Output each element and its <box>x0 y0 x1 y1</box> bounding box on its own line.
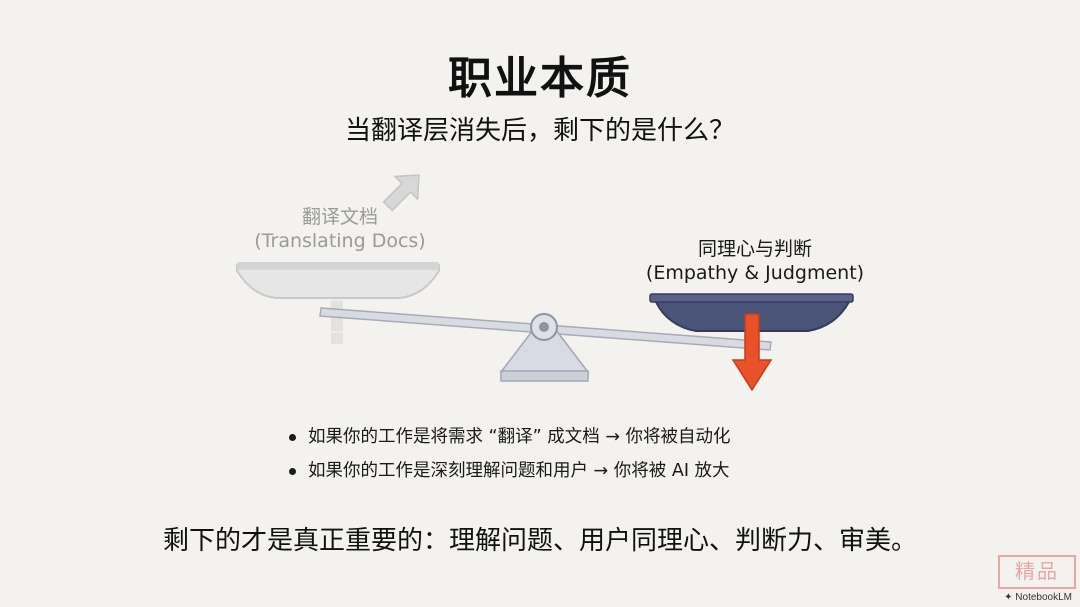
bullet-item-amplified: 如果你的工作是深刻理解问题和用户 → 你将被 AI 放大 <box>288 458 731 492</box>
left-pan-label: 翻译文档 (Translating Docs) <box>235 206 445 254</box>
left-pan <box>236 262 440 299</box>
corner-stamp: 精品 <box>998 555 1076 589</box>
up-arrow-icon <box>382 174 420 212</box>
scale-fulcrum <box>499 313 590 382</box>
right-pan-label: 同理心与判断 (Empathy & Judgment) <box>630 238 880 286</box>
slide-subtitle: 当翻译层消失后，剩下的是什么？ <box>344 116 735 146</box>
brand-watermark: ✦ NotebookLM <box>1004 592 1072 603</box>
right-pan-label-en: (Empathy & Judgment) <box>645 261 865 284</box>
brand-logo-icon: ✦ <box>1004 592 1013 603</box>
left-pan-label-en: (Translating Docs) <box>254 229 426 252</box>
left-pan-label-cn: 翻译文档 <box>301 206 378 228</box>
bullet-item-automated: 如果你的工作是将需求 “翻译” 成文档 → 你将被自动化 <box>288 424 731 458</box>
slide-title: 职业本质 <box>448 53 632 104</box>
brand-name: NotebookLM <box>1015 592 1072 603</box>
conclusion-text: 剩下的才是真正重要的：理解问题、用户同理心、判断力、审美。 <box>162 526 917 556</box>
bullet-list: 如果你的工作是将需求 “翻译” 成文档 → 你将被自动化 如果你的工作是深刻理解… <box>288 424 731 492</box>
right-pan-label-cn: 同理心与判断 <box>697 238 812 260</box>
down-arrow-icon <box>731 313 773 392</box>
